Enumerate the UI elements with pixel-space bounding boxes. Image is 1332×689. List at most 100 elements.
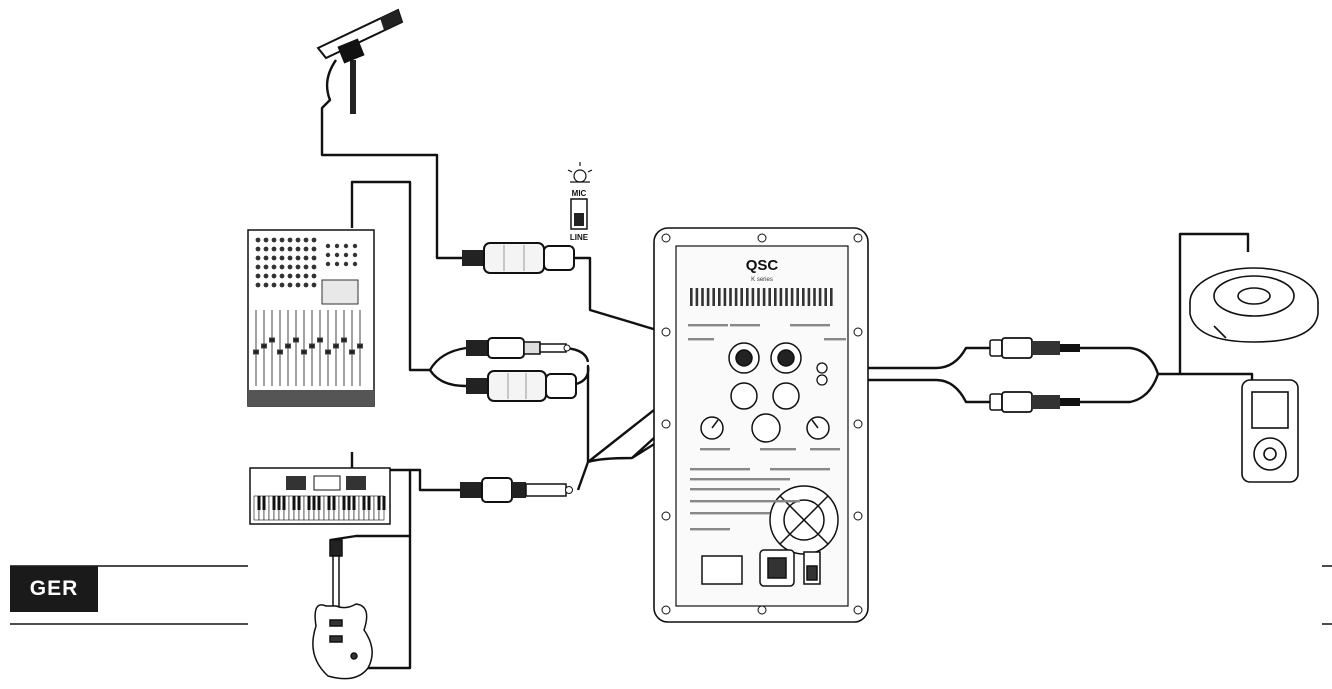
- mixer-knob: [279, 255, 285, 261]
- vent-slot: [824, 288, 827, 306]
- vent-slot: [729, 288, 732, 306]
- mixer-fader-cap: [285, 343, 291, 349]
- mixer-fader-cap: [349, 349, 355, 355]
- mixer-knob: [263, 255, 269, 261]
- vent-slot: [785, 288, 788, 306]
- keyboard-key-black: [297, 496, 301, 510]
- keyboard-key-black: [272, 496, 276, 510]
- panel-fine-print: [790, 324, 830, 327]
- mic-cable: [320, 59, 462, 260]
- amplifier-rear-panel: QSC K series: [653, 227, 869, 623]
- electric-guitar-icon: [312, 539, 373, 680]
- keyboard-key-black: [292, 496, 296, 510]
- language-tab: GER: [10, 566, 98, 612]
- mixer-knob: [271, 264, 277, 270]
- mixer-knob: [287, 255, 293, 261]
- vent-slot: [774, 288, 777, 306]
- panel-fine-print: [688, 324, 728, 327]
- mixer-knob: [303, 255, 309, 261]
- gain-knobs: [700, 416, 830, 440]
- amp-series-label: K series: [751, 277, 773, 283]
- mixer-fader-cap: [309, 343, 315, 349]
- panel-fine-print: [690, 468, 750, 471]
- mixer-knob: [334, 261, 340, 267]
- vent-slot: [734, 288, 738, 306]
- panel-fine-print: [690, 478, 790, 481]
- mixer-knob: [311, 246, 317, 252]
- vent-slot: [706, 288, 710, 306]
- mixer-knob: [263, 246, 269, 252]
- mixer-fader-cap: [269, 337, 275, 343]
- mixer-console-icon: [247, 229, 375, 407]
- rca-plug-top-icon: [989, 337, 1080, 359]
- vent-slot: [796, 288, 799, 306]
- mic-xlr-plug-icon: [462, 242, 575, 274]
- vent-slot: [807, 288, 811, 306]
- mixer-knob: [343, 243, 349, 249]
- mixer-cable: [350, 180, 430, 372]
- mixer-knob: [325, 243, 331, 249]
- mixer-knob: [303, 264, 309, 270]
- mixer-knob: [311, 282, 317, 288]
- keyboard-key-black: [312, 496, 316, 510]
- mixer-knob: [343, 261, 349, 267]
- switch-top-label: MIC: [572, 189, 587, 198]
- mixer-fader-cap: [293, 337, 299, 343]
- mixer-knob: [295, 264, 301, 270]
- mixer-fader-cap: [357, 343, 363, 349]
- rca-cable-bottom: [822, 378, 990, 404]
- mixer-knob: [295, 282, 301, 288]
- mixer-knob: [295, 255, 301, 261]
- panel-screw: [661, 605, 671, 615]
- vent-slot: [830, 288, 833, 306]
- vent-slot: [762, 288, 766, 306]
- panel-fine-print: [688, 338, 714, 341]
- mixer-knob: [303, 273, 309, 279]
- panel-screw: [853, 605, 863, 615]
- signal-led-icon: [567, 162, 593, 183]
- mixer-knob: [279, 282, 285, 288]
- vent-slot: [802, 288, 805, 306]
- vent-slot: [779, 288, 783, 306]
- keyboard-instrument-plug-icon: [460, 477, 573, 503]
- mixer-split-cable: [428, 346, 467, 388]
- vent-slot: [701, 288, 704, 306]
- mixer-knob: [279, 273, 285, 279]
- vent-slot: [746, 288, 749, 306]
- mixer-knob: [255, 273, 261, 279]
- mixer-fader-cap: [317, 337, 323, 343]
- mixer-fader-cap: [253, 349, 259, 355]
- mixer-knob: [352, 243, 358, 249]
- vent-slot: [768, 288, 771, 306]
- keyboard-key-black: [317, 496, 321, 510]
- mixer-knob: [255, 264, 261, 270]
- rca-y-cable: [1080, 346, 1160, 404]
- mixer-knob: [263, 282, 269, 288]
- mixer-knob: [279, 246, 285, 252]
- mixer-knob: [263, 273, 269, 279]
- vent-slot: [718, 288, 721, 306]
- panel-screw: [853, 419, 863, 429]
- keyboard-key-black: [277, 496, 281, 510]
- mixer-knob: [334, 252, 340, 258]
- vent-slot: [690, 288, 693, 306]
- mixer-knob: [303, 282, 309, 288]
- vent-slot: [723, 288, 727, 306]
- keyboard-key-black: [347, 496, 351, 510]
- mixer-knob: [287, 282, 293, 288]
- mixer-knob: [287, 264, 293, 270]
- vent-slot: [751, 288, 755, 306]
- mixer-knob: [311, 273, 317, 279]
- cables: [320, 59, 1254, 670]
- mic-line-switch: MIC LINE: [567, 162, 593, 242]
- mixer-knob: [271, 273, 277, 279]
- panel-fine-print: [700, 448, 730, 451]
- keyboard-key-black: [262, 496, 266, 510]
- mixer-knob: [352, 252, 358, 258]
- mixer-xlr-plug-icon: [466, 370, 577, 402]
- mp3-player-icon: [1241, 379, 1299, 483]
- keyboard-key-black: [342, 496, 346, 510]
- mixer-knob: [352, 261, 358, 267]
- keyboard-key-black: [362, 496, 366, 510]
